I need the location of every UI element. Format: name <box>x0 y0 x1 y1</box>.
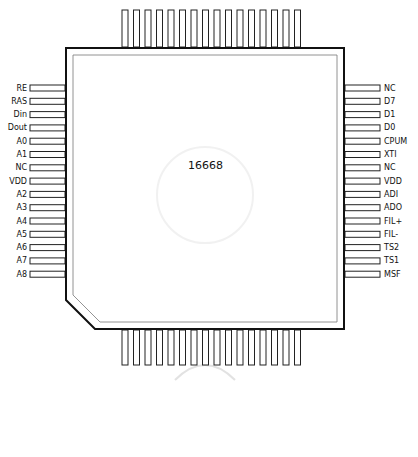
pin-name: FIL- <box>383 230 399 239</box>
pin <box>30 258 65 264</box>
pin <box>30 152 65 158</box>
package-outline <box>65 47 345 330</box>
pin <box>345 152 380 158</box>
pin <box>345 231 380 237</box>
pin <box>214 10 220 47</box>
pin <box>283 330 289 365</box>
pin <box>260 10 266 47</box>
package-outline <box>66 48 344 329</box>
pin-name: A3 <box>15 203 28 212</box>
pin <box>180 10 186 47</box>
pin <box>30 125 65 131</box>
pin-name: A0 <box>15 137 28 146</box>
pin-name: XTI <box>383 150 398 159</box>
pin-name: A8 <box>15 270 28 279</box>
pin <box>345 138 380 144</box>
pin <box>30 178 65 184</box>
ic-package: 16668 <box>65 47 345 330</box>
pin <box>30 218 65 224</box>
pin <box>168 330 174 365</box>
pin <box>122 330 128 365</box>
pin <box>283 10 289 47</box>
part-number: 16668 <box>188 159 223 172</box>
pin <box>30 85 65 91</box>
pin <box>191 330 197 365</box>
pin <box>237 330 243 365</box>
pin-name: A5 <box>15 230 28 239</box>
pin <box>345 218 380 224</box>
pin-name: FIL+ <box>383 217 403 226</box>
pin <box>260 330 266 365</box>
pin <box>249 10 255 47</box>
pin <box>168 10 174 47</box>
pin <box>30 245 65 251</box>
pin-name: TS2 <box>383 243 400 252</box>
pin <box>134 330 140 365</box>
pin-name: RE <box>15 84 28 93</box>
pin <box>226 330 232 365</box>
pin-name: A2 <box>15 190 28 199</box>
pin-name: Dout <box>7 123 28 132</box>
pin <box>345 258 380 264</box>
pin-name: Din <box>13 110 28 119</box>
pin <box>345 245 380 251</box>
pin <box>203 10 209 47</box>
pin-name: A6 <box>15 243 28 252</box>
pin <box>30 138 65 144</box>
pin <box>295 10 301 47</box>
pin <box>249 330 255 365</box>
pin <box>30 165 65 171</box>
watermark-emblem <box>175 365 235 380</box>
pin <box>226 10 232 47</box>
pin-name: NC <box>383 84 397 93</box>
pin-name: ADI <box>383 190 399 199</box>
pin <box>134 10 140 47</box>
pin <box>30 205 65 211</box>
pin <box>30 112 65 118</box>
pin-name: D0 <box>383 123 396 132</box>
pin-name: A1 <box>15 150 28 159</box>
pin-name: MSF <box>383 270 402 279</box>
package-inner-edge <box>73 55 337 322</box>
pin <box>345 271 380 277</box>
pin <box>122 10 128 47</box>
pin <box>30 231 65 237</box>
pin-name: RAS <box>10 97 28 106</box>
pin <box>203 330 209 365</box>
pin <box>345 125 380 131</box>
pin <box>237 10 243 47</box>
pin <box>30 98 65 104</box>
pin <box>30 271 65 277</box>
pin-name: VDD <box>8 177 28 186</box>
pin <box>272 10 278 47</box>
pin <box>157 330 163 365</box>
pin <box>145 330 151 365</box>
pin <box>345 98 380 104</box>
pin-name: TS1 <box>383 256 400 265</box>
pin <box>157 10 163 47</box>
pin-name: NC <box>14 163 28 172</box>
pin <box>345 205 380 211</box>
pin-name: A7 <box>15 256 28 265</box>
pin-name: D7 <box>383 97 396 106</box>
pin-name: D1 <box>383 110 396 119</box>
pin <box>214 330 220 365</box>
pin <box>272 330 278 365</box>
pin-name: A4 <box>15 217 28 226</box>
pin <box>345 191 380 197</box>
pin-name: CPUM <box>383 137 408 146</box>
pin-name: VDD <box>383 177 403 186</box>
pin <box>145 10 151 47</box>
pin <box>345 178 380 184</box>
pin-name: NC <box>383 163 397 172</box>
pin <box>180 330 186 365</box>
pin <box>345 165 380 171</box>
pin <box>345 85 380 91</box>
pin <box>295 330 301 365</box>
pin <box>345 112 380 118</box>
pin <box>30 191 65 197</box>
pin-name: ADO <box>383 203 403 212</box>
pin <box>191 10 197 47</box>
